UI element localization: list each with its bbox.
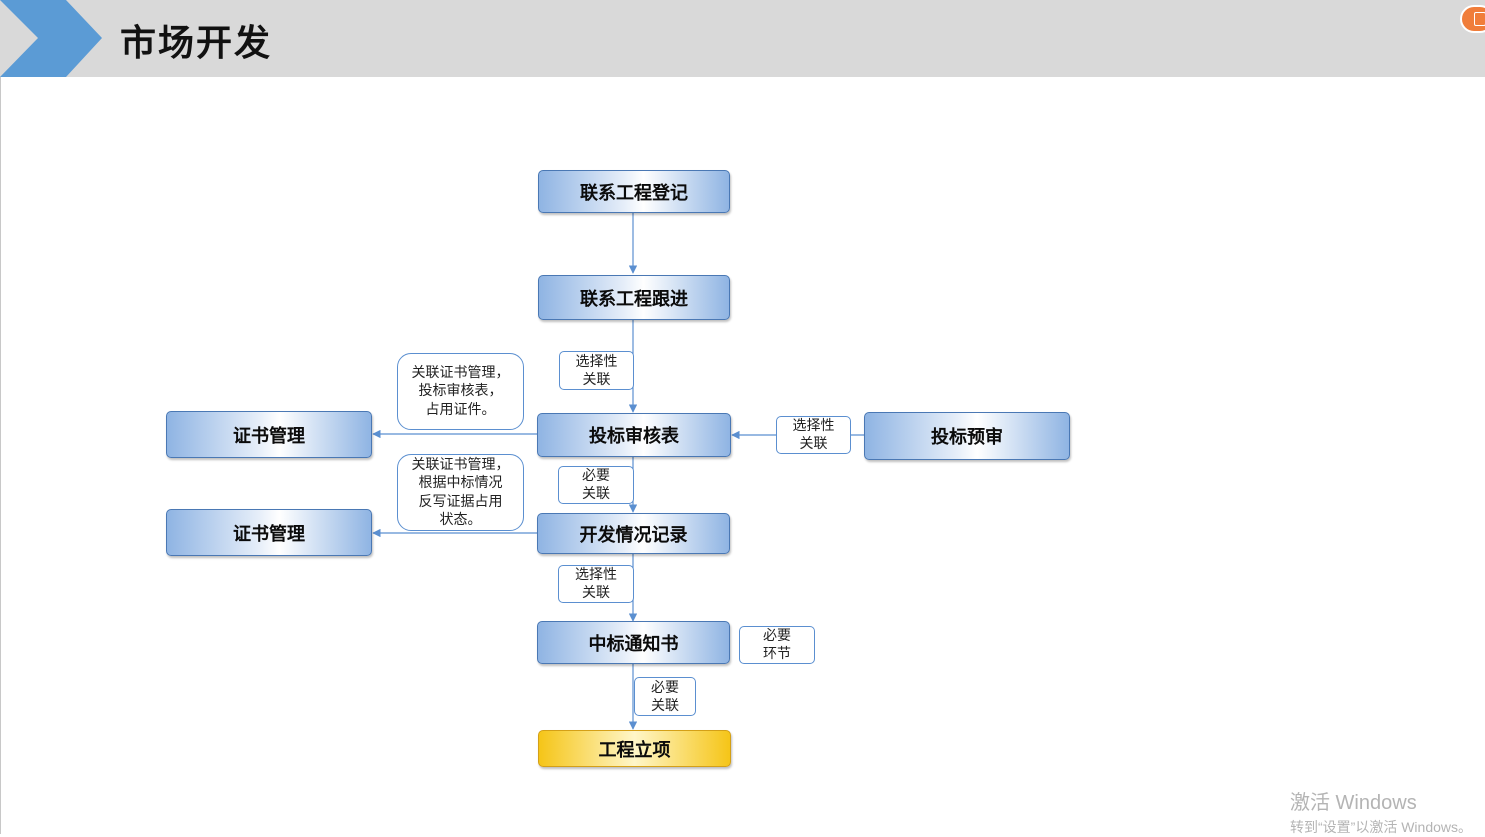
tag-dev-to-award: 选择性 关联 xyxy=(558,565,634,603)
frame-left-border xyxy=(0,0,1,834)
tag-prequal-to-bid: 选择性 关联 xyxy=(776,416,851,454)
watermark-line-1: 激活 Windows xyxy=(1290,792,1417,814)
node-register[interactable]: 联系工程登记 xyxy=(538,170,730,213)
tag-bid-to-dev: 必要 关联 xyxy=(558,466,634,504)
note-cert-link-1: 关联证书管理， 投标审核表， 占用证件。 xyxy=(397,353,524,430)
node-prequal[interactable]: 投标预审 xyxy=(864,412,1070,460)
node-cert-mgmt-2[interactable]: 证书管理 xyxy=(166,509,372,556)
slide-header: 市场开发 xyxy=(0,0,1485,77)
node-dev-record[interactable]: 开发情况记录 xyxy=(537,513,730,554)
node-cert-mgmt-1[interactable]: 证书管理 xyxy=(166,411,372,458)
node-award-notice[interactable]: 中标通知书 xyxy=(537,621,730,664)
corner-badge-icon[interactable] xyxy=(1460,5,1485,33)
tag-award-to-project: 必要 关联 xyxy=(634,677,696,716)
node-follow[interactable]: 联系工程跟进 xyxy=(538,275,730,320)
activation-watermark: 激活 Windows 转到“设置”以激活 Windows。 xyxy=(1290,786,1472,837)
node-project-setup[interactable]: 工程立项 xyxy=(538,730,731,767)
chevron-arrow-icon xyxy=(0,0,102,77)
note-cert-link-2: 关联证书管理， 根据中标情况 反写证据占用 状态。 xyxy=(397,454,524,531)
watermark-line-2: 转到“设置”以激活 Windows。 xyxy=(1290,819,1473,835)
page-title: 市场开发 xyxy=(120,23,273,64)
tag-follow-to-bid: 选择性 关联 xyxy=(559,351,634,390)
node-bid-review[interactable]: 投标审核表 xyxy=(537,413,731,457)
tag-award-required: 必要 环节 xyxy=(739,626,815,664)
